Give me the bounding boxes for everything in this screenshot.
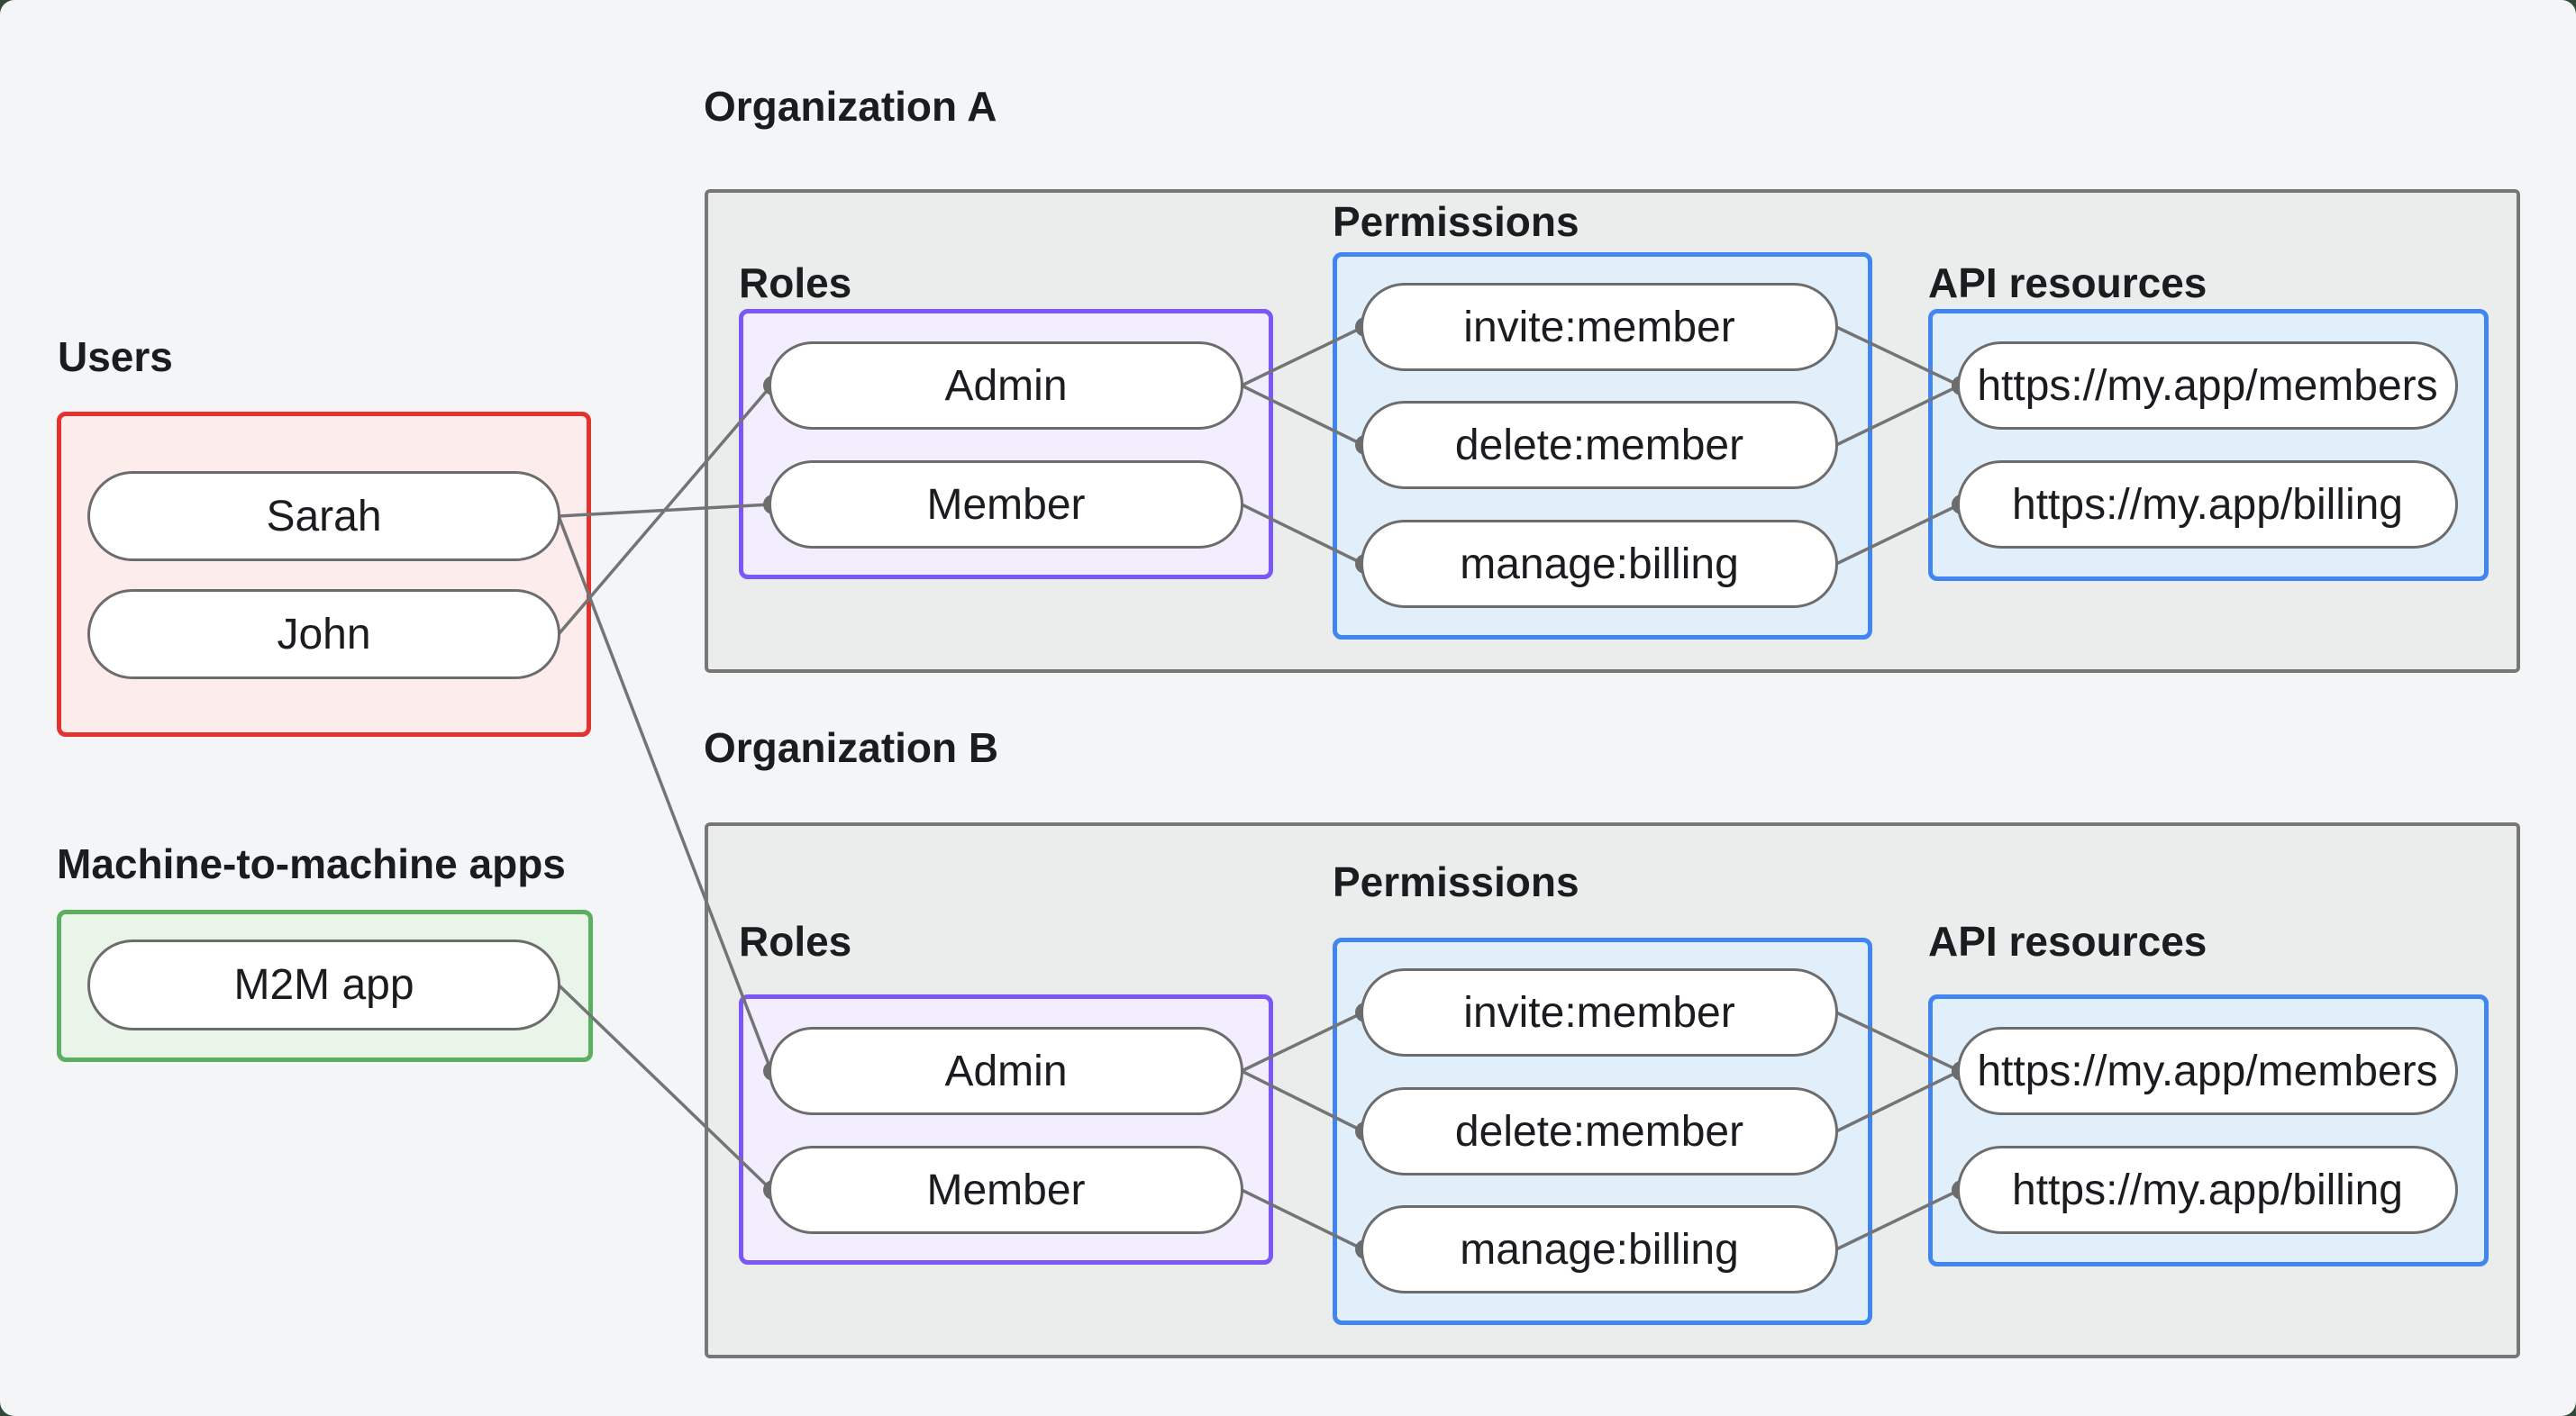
b-api-label: API resources	[1928, 918, 2207, 965]
b-roles-box	[739, 994, 1273, 1265]
edge-a-admin-to-a-delete	[1241, 384, 1364, 447]
pill-b-members: https://my.app/members	[1957, 1027, 2458, 1115]
pill-m2m: M2M app	[87, 939, 560, 1030]
pill-a-manage: manage:billing	[1361, 520, 1838, 608]
edge-dot-a-billing	[1952, 495, 1971, 514]
edge-dot-b-invite	[1355, 1003, 1375, 1022]
a-api-label: API resources	[1928, 259, 2207, 306]
edge-a-manage-to-a-billing	[1835, 503, 1961, 566]
pill-b-manage: manage:billing	[1361, 1205, 1838, 1293]
users-box	[57, 412, 591, 737]
a-roles-box	[739, 309, 1273, 579]
org-b-label: Organization B	[704, 724, 999, 771]
edge-a-member-to-a-manage	[1241, 503, 1364, 566]
edge-dot-a-member	[763, 495, 783, 514]
org-a-label: Organization A	[704, 83, 997, 130]
edge-b-admin-to-b-invite	[1241, 1011, 1364, 1073]
pill-a-member: Member	[769, 460, 1243, 549]
edge-dot-b-manage	[1355, 1239, 1375, 1259]
pill-b-invite: invite:member	[1361, 968, 1838, 1057]
edge-b-manage-to-b-billing	[1835, 1188, 1961, 1251]
pill-a-invite: invite:member	[1361, 283, 1838, 371]
org-a-box	[705, 189, 2520, 673]
users-label: Users	[58, 333, 173, 380]
edge-a-admin-to-a-invite	[1241, 325, 1364, 387]
edge-b-member-to-b-manage	[1241, 1188, 1364, 1251]
b-api-box	[1928, 994, 2489, 1266]
edge-dot-b-admin	[763, 1061, 783, 1081]
edge-dot-a-invite	[1355, 317, 1375, 337]
edge-dot-a-delete	[1355, 435, 1375, 455]
pill-a-billing: https://my.app/billing	[1957, 460, 2458, 549]
m2m-box	[57, 910, 593, 1062]
edge-m2m-to-b-member	[557, 984, 773, 1192]
a-api-box	[1928, 309, 2489, 581]
edge-a-invite-to-a-members	[1835, 325, 1961, 387]
edge-a-delete-to-a-members	[1835, 384, 1961, 447]
pill-a-admin: Admin	[769, 341, 1243, 430]
a-roles-label: Roles	[739, 259, 852, 306]
edge-dot-a-members	[1952, 376, 1971, 395]
pill-b-member: Member	[769, 1146, 1243, 1234]
pill-a-delete: delete:member	[1361, 401, 1838, 489]
a-permissions-label: Permissions	[1333, 198, 1579, 245]
b-permissions-label: Permissions	[1333, 858, 1579, 905]
edge-sarah-to-a-member	[558, 503, 772, 518]
org-b-box	[705, 822, 2520, 1358]
edge-dot-a-members	[1952, 376, 1971, 395]
a-permissions-box	[1333, 252, 1872, 640]
m2m-label: Machine-to-machine apps	[57, 840, 566, 887]
b-roles-label: Roles	[739, 918, 852, 965]
edge-b-delete-to-b-members	[1835, 1069, 1961, 1133]
edge-b-invite-to-b-members	[1835, 1011, 1961, 1073]
pill-a-members: https://my.app/members	[1957, 341, 2458, 430]
pill-b-billing: https://my.app/billing	[1957, 1146, 2458, 1234]
pill-b-admin: Admin	[769, 1027, 1243, 1115]
b-permissions-box	[1333, 938, 1872, 1325]
edge-dot-a-admin	[763, 376, 783, 395]
edge-dot-b-members	[1952, 1061, 1971, 1081]
edge-dot-b-members	[1952, 1061, 1971, 1081]
pill-john: John	[87, 589, 560, 679]
pill-sarah: Sarah	[87, 471, 560, 561]
edge-dot-b-billing	[1952, 1180, 1971, 1200]
edge-dot-a-manage	[1355, 554, 1375, 574]
edge-sarah-to-b-admin	[557, 515, 773, 1072]
edge-dot-b-member	[763, 1180, 783, 1200]
edge-b-admin-to-b-delete	[1241, 1069, 1364, 1133]
edge-john-to-a-admin	[557, 384, 773, 636]
pill-b-delete: delete:member	[1361, 1087, 1838, 1175]
edge-dot-b-delete	[1355, 1121, 1375, 1141]
